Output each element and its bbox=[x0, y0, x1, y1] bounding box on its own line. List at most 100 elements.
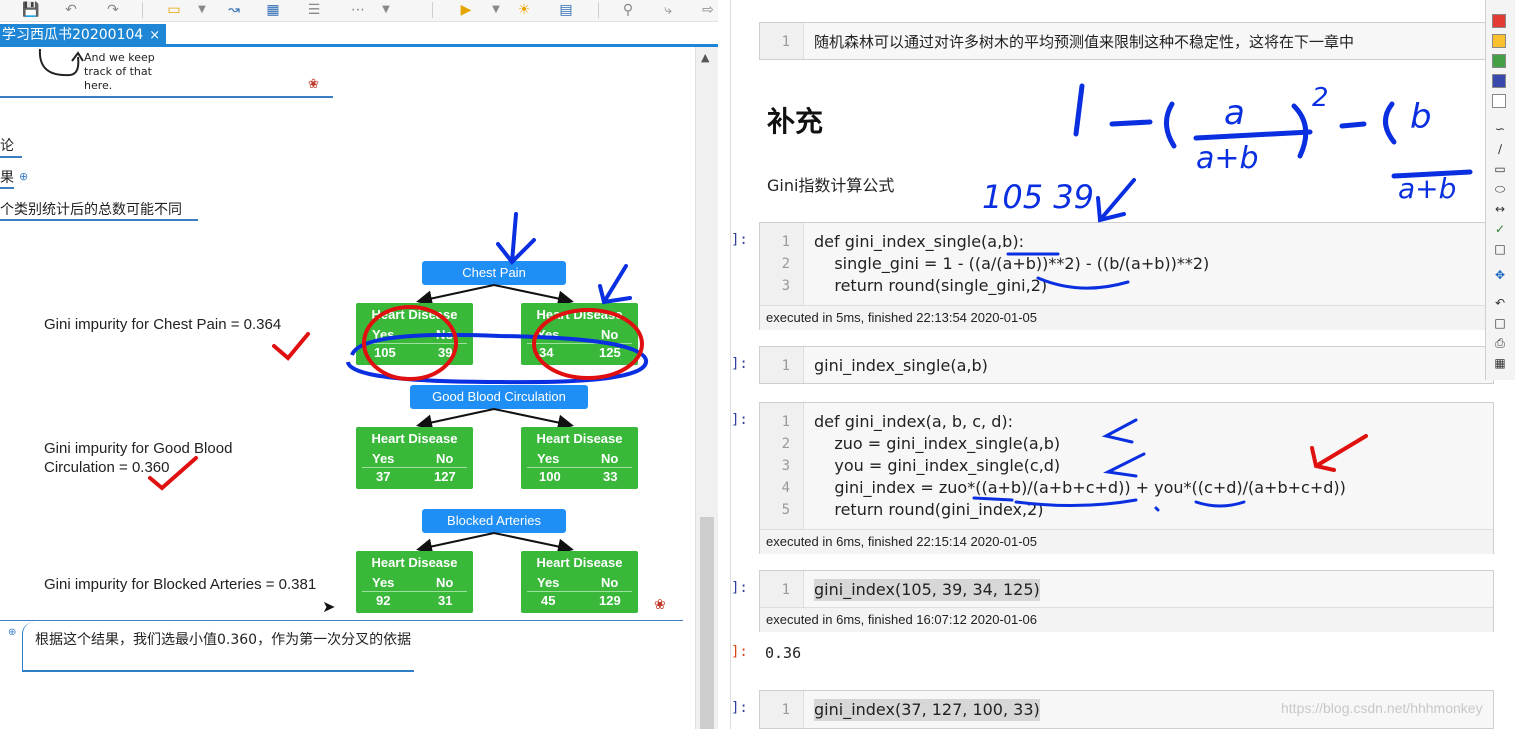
leaf-yes-value: 100 bbox=[539, 469, 561, 484]
color-yellow-swatch[interactable] bbox=[1492, 34, 1506, 48]
crop-icon[interactable]: □ bbox=[1494, 242, 1506, 256]
more-icon[interactable]: ⋯ bbox=[351, 2, 365, 18]
leaf-no-label: No bbox=[601, 575, 619, 590]
branch-1-underline bbox=[0, 156, 22, 158]
top-cell-text: 随机森林可以通过对许多树木的平均预测值来限制这种不稳定性，这将在下一章中 bbox=[814, 33, 1355, 51]
leaf-no-value: 129 bbox=[599, 593, 621, 608]
leaf-yes-label: Yes bbox=[372, 451, 395, 466]
line-number: 1 bbox=[781, 582, 790, 598]
section-divider bbox=[0, 620, 683, 621]
summary-icon[interactable]: ☰ bbox=[307, 2, 321, 18]
leaf-chest-pain-yes: Heart Disease Yes No 105 39 bbox=[356, 303, 473, 365]
chevron-down-icon[interactable]: ▼ bbox=[382, 4, 390, 15]
scroll-thumb[interactable] bbox=[700, 517, 714, 729]
line-number: 3 bbox=[781, 458, 790, 474]
color-white-swatch[interactable] bbox=[1492, 94, 1506, 108]
line-number: 5 bbox=[781, 502, 790, 518]
tree-root-blocked-arteries: Blocked Arteries bbox=[422, 509, 566, 533]
leaf-arteries-yes: Heart Disease Yes No 92 31 bbox=[356, 551, 473, 613]
mindmap-toolbar: 💾 ↶ ↷ ▭ ▼ ↝ ▦ ☰ ⋯ ▼ ▶ ▼ ☀ ▤ ⚲ ⤷ ⇨ bbox=[0, 0, 718, 22]
collapse-icon[interactable]: ⊕ bbox=[8, 627, 17, 638]
execution-info: executed in 6ms, finished 16:07:12 2020-… bbox=[766, 612, 1038, 627]
line-number: 1 bbox=[781, 702, 790, 718]
undo-icon[interactable]: ↶ bbox=[65, 2, 77, 18]
leaf-no-value: 127 bbox=[434, 469, 456, 484]
search-icon[interactable]: ⚲ bbox=[622, 2, 634, 18]
leaf-no-value: 33 bbox=[603, 469, 618, 484]
print-icon[interactable]: ⎙ bbox=[1495, 336, 1505, 350]
leaf-yes-value: 45 bbox=[541, 593, 556, 608]
branch-3[interactable]: 个类别统计后的总数可能不同 bbox=[0, 202, 182, 218]
sticker-icon: ❀ bbox=[654, 597, 666, 613]
redo-icon[interactable]: ↷ bbox=[107, 2, 119, 18]
chevron-down-icon[interactable]: ▼ bbox=[492, 4, 500, 15]
check-icon[interactable]: ✓ bbox=[1494, 222, 1506, 236]
leaf-no-label: No bbox=[601, 327, 619, 342]
line-icon[interactable]: ∕ bbox=[1497, 142, 1503, 156]
screenshot-icon[interactable]: ▦ bbox=[1494, 356, 1506, 370]
new-page-icon[interactable]: □ bbox=[1494, 316, 1506, 330]
tab-xiguashu[interactable]: 学习西瓜书20200104× bbox=[0, 24, 166, 46]
close-icon[interactable]: × bbox=[149, 28, 161, 43]
undo-icon[interactable]: ↶ bbox=[1494, 296, 1506, 310]
leaf-yes-label: Yes bbox=[537, 327, 560, 342]
tree-root-good-blood-circulation: Good Blood Circulation bbox=[410, 385, 588, 409]
outline-icon[interactable]: ▤ bbox=[559, 2, 573, 18]
rectangle-icon[interactable]: ▭ bbox=[1494, 162, 1506, 176]
code-line: gini_index(37, 127, 100, 33) bbox=[814, 699, 1040, 721]
branch-1[interactable]: 论 bbox=[0, 138, 14, 154]
mindmap-scrollbar[interactable]: ▲ bbox=[695, 47, 718, 729]
branch-2[interactable]: 果 bbox=[0, 170, 14, 186]
leaf-yes-label: Yes bbox=[372, 327, 395, 342]
conclusion-text: 根据这个结果，我们选最小值0.360，作为第一次分叉的依据 bbox=[35, 632, 412, 648]
presentation-icon[interactable]: ▶ bbox=[460, 2, 472, 18]
line-number: 1 bbox=[781, 414, 790, 430]
color-red-swatch[interactable] bbox=[1492, 14, 1506, 28]
double-arrow-icon[interactable]: ↔ bbox=[1494, 202, 1506, 216]
freehand-icon[interactable]: ∽ bbox=[1494, 122, 1506, 136]
export-icon[interactable]: ⇨ bbox=[702, 2, 714, 18]
color-blue-swatch[interactable] bbox=[1492, 74, 1506, 88]
document-tabbar: 学习西瓜书20200104× bbox=[0, 24, 718, 46]
cell-output: 0.36 bbox=[765, 644, 802, 662]
gini-good-blood: Gini impurity for Good Blood Circulation… bbox=[44, 440, 233, 476]
code-cell-call-single[interactable]: 1 gini_index_single(a,b) bbox=[759, 346, 1494, 384]
code-line: gini_index_single(a,b) bbox=[814, 356, 988, 375]
line-number: 1 bbox=[781, 358, 790, 374]
insert-topic-icon[interactable]: ▭ bbox=[167, 2, 181, 18]
watermark: https://blog.csdn.net/hhhmonkey bbox=[1281, 700, 1483, 716]
share-icon[interactable]: ⤷ bbox=[664, 2, 672, 18]
leaf-no-label: No bbox=[601, 451, 619, 466]
move-icon[interactable]: ✥ bbox=[1494, 268, 1506, 282]
code-cell-call-blood[interactable]: 1 gini_index(37, 127, 100, 33) bbox=[759, 690, 1494, 729]
color-green-swatch[interactable] bbox=[1492, 54, 1506, 68]
lightbulb-icon[interactable]: ☀ bbox=[517, 2, 531, 18]
conclusion-topic[interactable]: 根据这个结果，我们选最小值0.360，作为第一次分叉的依据 bbox=[22, 622, 414, 672]
tab-underline bbox=[0, 44, 718, 47]
heading-supplement: 补充 bbox=[767, 105, 824, 138]
leaf-yes-value: 92 bbox=[376, 593, 391, 608]
line-number: 3 bbox=[781, 278, 790, 294]
save-icon[interactable]: 💾 bbox=[22, 2, 40, 18]
relationship-icon[interactable]: ↝ bbox=[228, 2, 240, 18]
leaf-no-value: 125 bbox=[599, 345, 621, 360]
chevron-down-icon[interactable]: ▼ bbox=[198, 4, 206, 15]
leaf-yes-label: Yes bbox=[537, 451, 560, 466]
scroll-up-icon[interactable]: ▲ bbox=[701, 51, 710, 64]
mindmap-canvas[interactable]: And we keep track of that here. ❀ 论 果 ⊕ … bbox=[0, 47, 695, 729]
leaf-header: Heart Disease bbox=[536, 431, 623, 446]
ellipse-icon[interactable]: ⬭ bbox=[1494, 182, 1506, 196]
line-number: 2 bbox=[781, 436, 790, 452]
cell-prompt: ]: bbox=[731, 232, 748, 248]
code-line: def gini_index(a, b, c, d): bbox=[814, 412, 1013, 431]
collapse-icon[interactable]: ⊕ bbox=[19, 170, 29, 183]
structure-icon[interactable]: ▦ bbox=[266, 2, 280, 18]
leaf-yes-value: 105 bbox=[374, 345, 396, 360]
leaf-header: Heart Disease bbox=[371, 431, 458, 446]
mouse-cursor-icon: ➤ bbox=[322, 597, 336, 616]
